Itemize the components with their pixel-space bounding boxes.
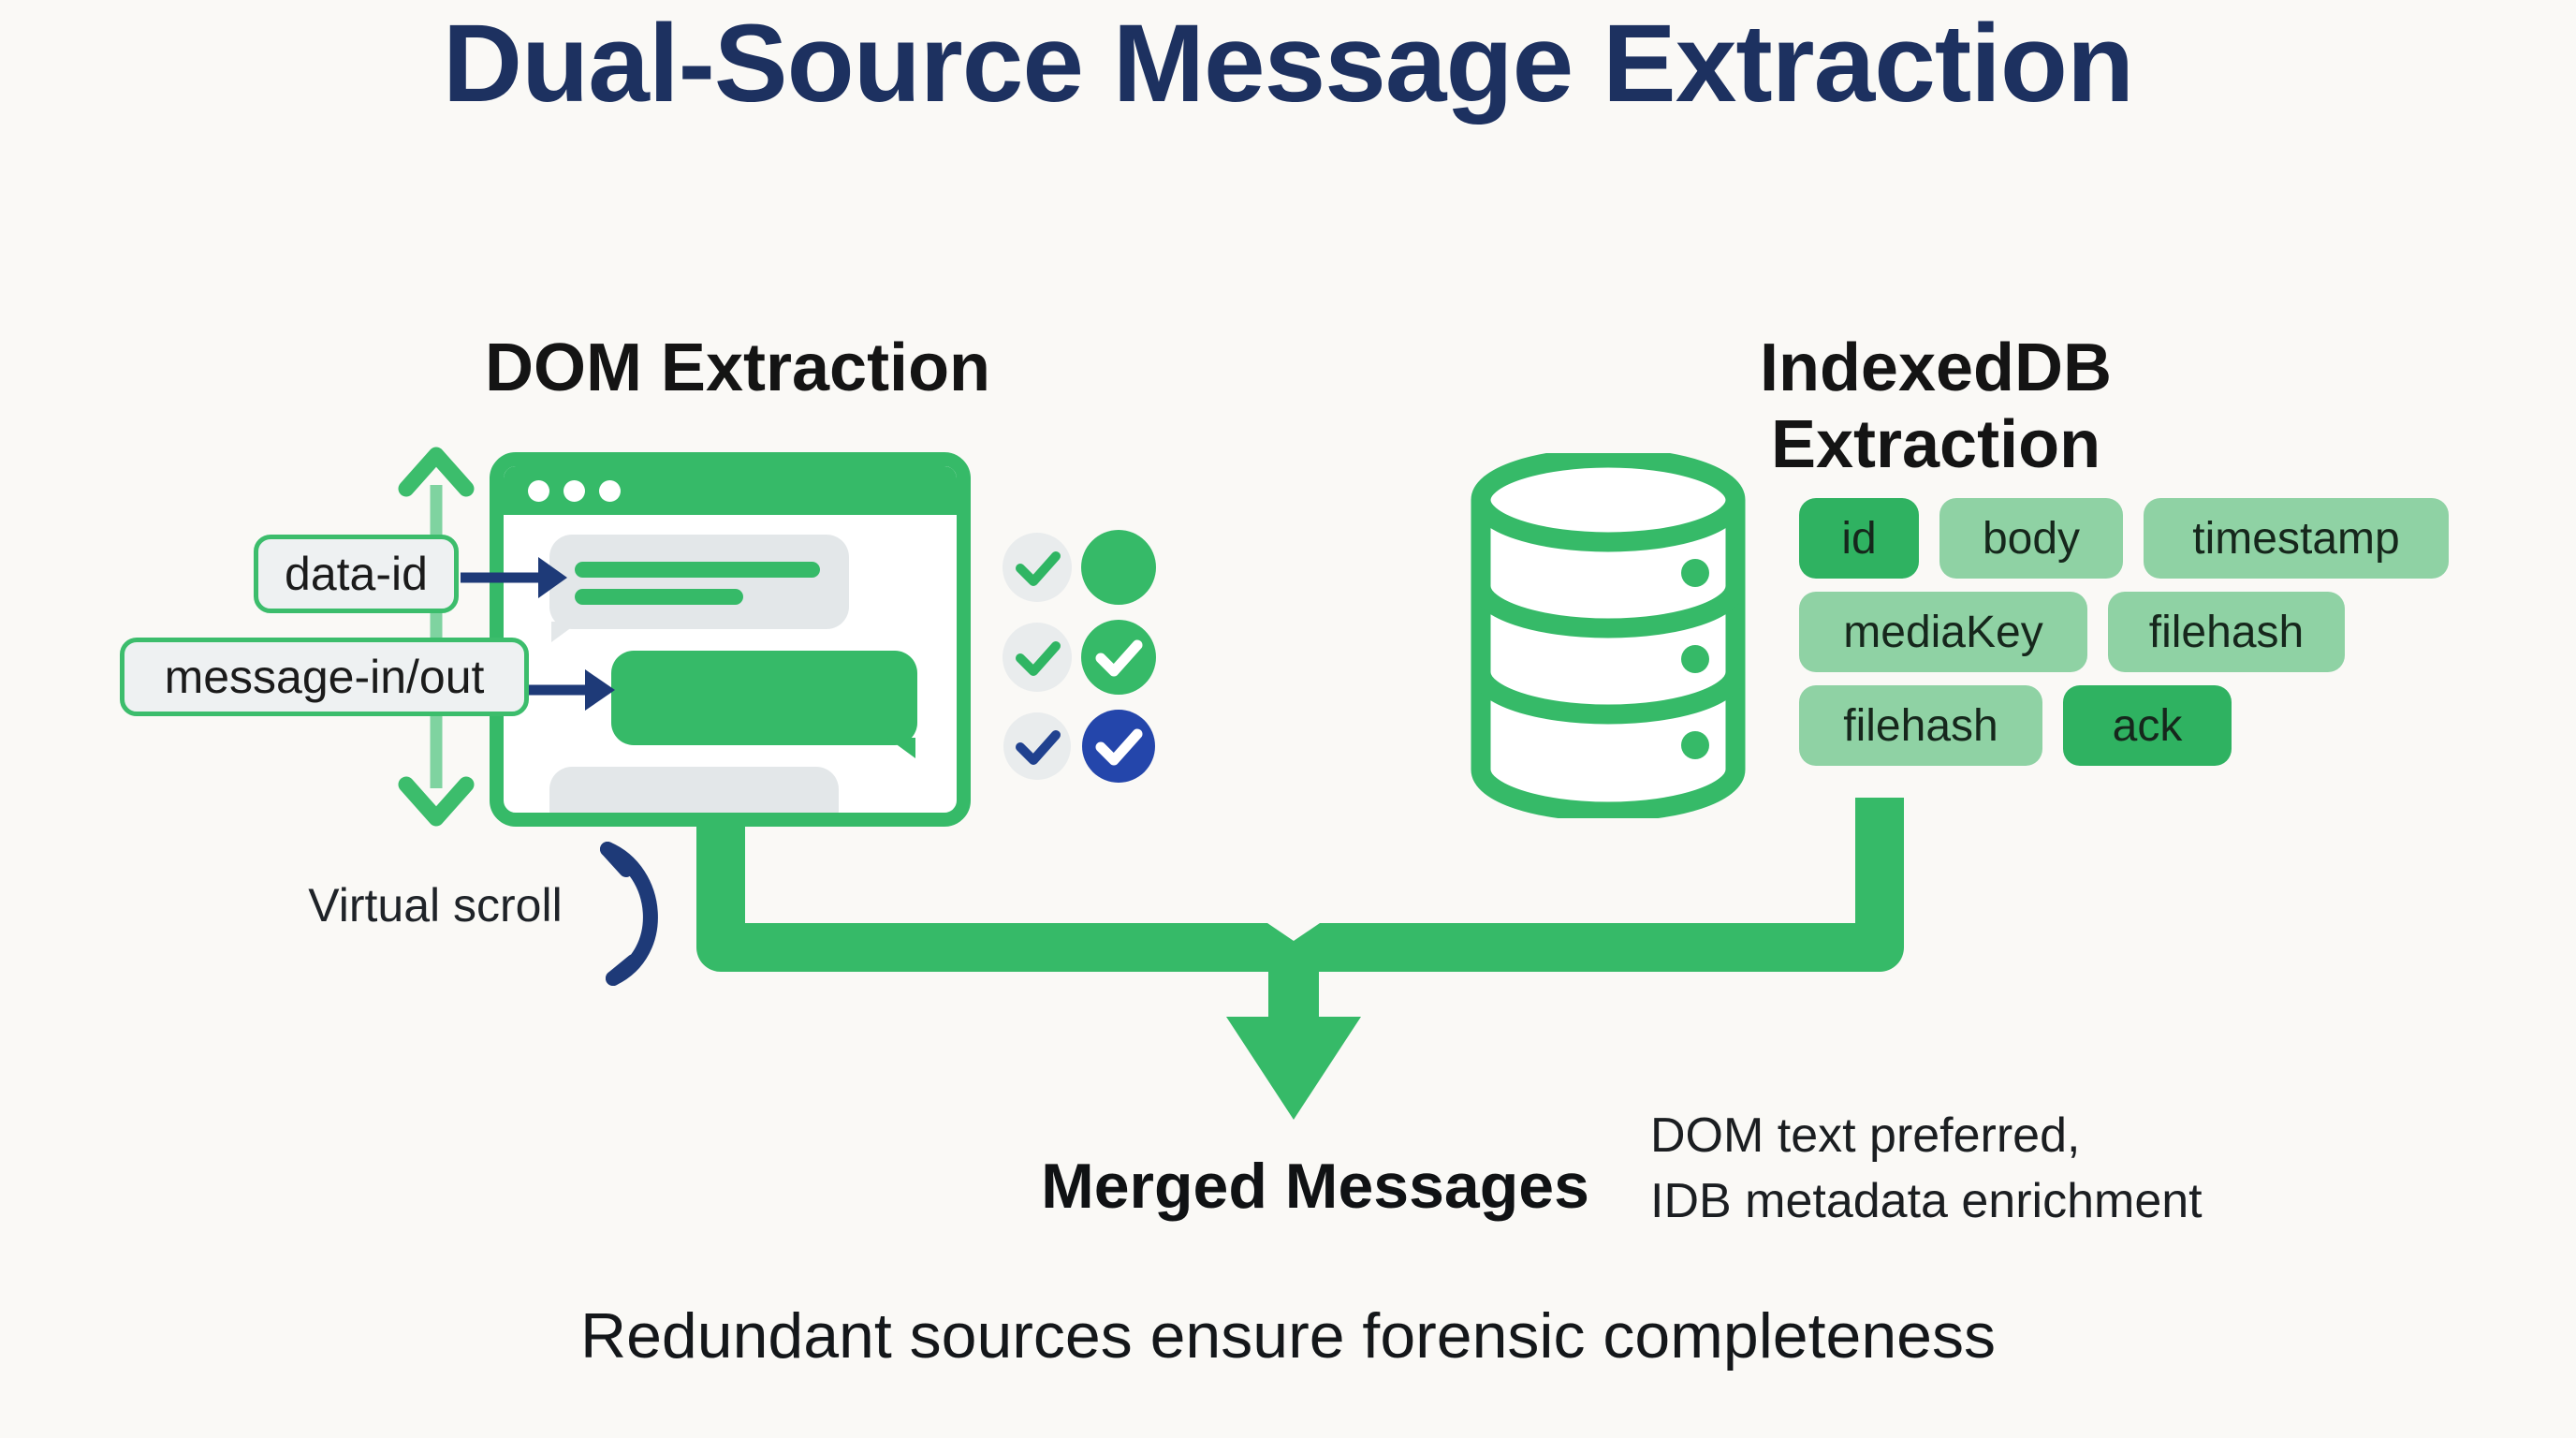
window-dot-icon [528,479,549,502]
tag-filehash: filehash [2108,592,2345,672]
merge-note-line2: IDB metadata enrichment [1650,1174,2203,1228]
db-led-dot [1681,559,1709,587]
message-arrow-icon [529,669,615,711]
message-in-out-label: message-in/out [120,638,529,716]
message-text-line [575,562,820,578]
db-led-dot [1681,731,1709,759]
check-row-sent [1003,530,1156,605]
message-text-line [575,589,743,605]
tag-ack: ack [2063,685,2232,766]
tag-timestamp: timestamp [2144,498,2449,579]
incoming-message-bubble [549,767,839,813]
browser-window-mockup [490,452,971,827]
tag-row: mediaKey filehash [1799,592,2473,672]
scroll-gesture-icon [600,842,658,986]
tag-row: id body timestamp [1799,498,2473,579]
vertical-scroll-arrow-icon [398,447,475,827]
db-led-dot [1681,645,1709,673]
check-row-read [1003,710,1155,783]
check-row-delivered [1003,620,1156,695]
tag-id: id [1799,498,1919,579]
window-dot-icon [599,479,621,502]
merge-note-line1: DOM text preferred, [1650,1108,2081,1163]
outgoing-message-bubble [611,651,917,758]
tag-filehash: filehash [1799,685,2042,766]
tag-body: body [1939,498,2123,579]
indexeddb-extraction-heading: IndexedDB Extraction [1759,330,2113,482]
merge-note: DOM text preferred, IDB metadata enrichm… [1650,1103,2362,1234]
window-dot-icon [564,479,585,502]
data-id-label: data-id [254,535,459,613]
message-status-checks [1003,530,1156,783]
idb-field-tags: id body timestamp mediaKey filehash file… [1799,498,2473,779]
page-title: Dual-Source Message Extraction [442,2,2134,125]
tag-mediakey: mediaKey [1799,592,2087,672]
tag-row: filehash ack [1799,685,2473,766]
virtual-scroll-label: Virtual scroll [308,879,563,932]
data-id-label-text: data-id [285,548,428,600]
browser-titlebar [504,466,957,515]
incoming-message-bubble [549,535,849,642]
database-cylinder-icon [1471,453,1746,818]
data-id-arrow-icon [461,557,567,598]
footer-caption: Redundant sources ensure forensic comple… [580,1300,1996,1372]
dom-extraction-heading: DOM Extraction [484,330,991,405]
merged-messages-heading: Merged Messages [1041,1151,1589,1222]
message-in-out-label-text: message-in/out [164,651,485,703]
